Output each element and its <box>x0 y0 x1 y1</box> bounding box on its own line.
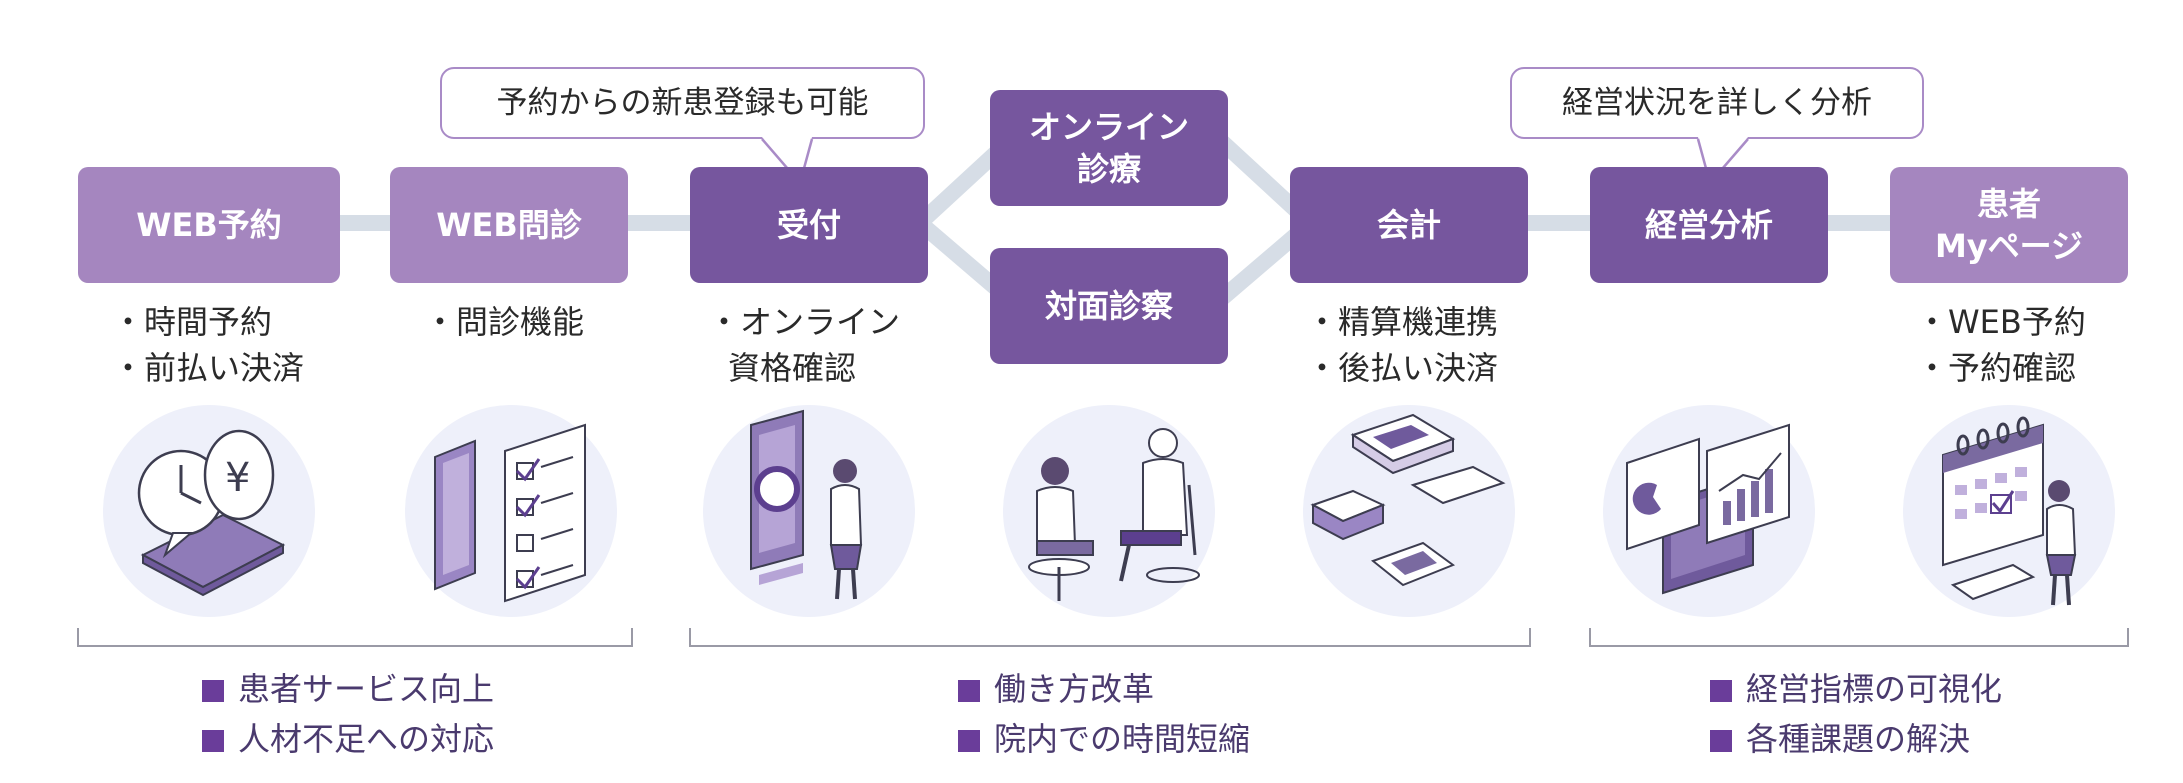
tablet-checklist-icon <box>405 405 617 617</box>
square-bullet-icon <box>1710 680 1732 702</box>
square-bullet-icon <box>958 680 980 702</box>
features-patient-mypage: ・WEB予約 ・予約確認 <box>1916 299 2086 391</box>
benefit-item: 人材不足への対応 <box>202 714 494 764</box>
feature-item: ・前払い決済 <box>112 349 305 387</box>
square-bullet-icon <box>1710 730 1732 752</box>
feature-item: ・WEB予約 <box>1916 303 2086 341</box>
feature-item: ・問診機能 <box>424 303 585 341</box>
benefit-item: 経営指標の可視化 <box>1710 664 2002 714</box>
feature-item: ・後払い決済 <box>1306 349 1499 387</box>
feature-item: 資格確認 <box>728 349 857 387</box>
square-bullet-icon <box>202 680 224 702</box>
analytics-monitor-icon <box>1603 405 1815 617</box>
calendar-phone-person-icon <box>1903 405 2115 617</box>
consultation-doctor-patient-icon <box>1003 405 1215 617</box>
feature-item: ・予約確認 <box>1916 349 2077 387</box>
feature-item: ・オンライン <box>708 303 901 341</box>
callout-new-patient-registration: 予約からの新患登録も可能 <box>440 67 925 139</box>
benefit-item: 働き方改革 <box>958 664 1250 714</box>
reception-tablet-person-icon <box>703 405 915 617</box>
benefit-item: 患者サービス向上 <box>202 664 494 714</box>
svg-text:¥: ¥ <box>225 455 250 501</box>
step-reception: 受付 <box>690 167 928 283</box>
feature-item: ・時間予約 <box>112 303 273 341</box>
features-payment: ・精算機連携 ・後払い決済 <box>1306 299 1498 391</box>
square-bullet-icon <box>958 730 980 752</box>
callout-management-analysis: 経営状況を詳しく分析 <box>1510 67 1924 139</box>
benefit-item: 各種課題の解決 <box>1710 714 2002 764</box>
step-in-person-consultation: 対面診察 <box>990 248 1228 364</box>
step-management-analysis: 経営分析 <box>1590 167 1828 283</box>
feature-item: ・精算機連携 <box>1306 303 1499 341</box>
square-bullet-icon <box>202 730 224 752</box>
benefit-item: 院内での時間短縮 <box>958 714 1250 764</box>
features-web-questionnaire: ・問診機能 <box>424 299 584 345</box>
benefits-left: 患者サービス向上 人材不足への対応 <box>202 664 494 764</box>
step-web-questionnaire: WEB問診 <box>390 167 628 283</box>
payment-terminal-cards-icon <box>1303 405 1515 617</box>
features-web-reservation: ・時間予約 ・前払い決済 <box>112 299 304 391</box>
step-web-reservation: WEB予約 <box>78 167 340 283</box>
clock-yen-phone-icon: ¥ <box>103 405 315 617</box>
benefits-center: 働き方改革 院内での時間短縮 <box>958 664 1250 764</box>
step-online-consultation: オンライン 診療 <box>990 90 1228 206</box>
step-payment: 会計 <box>1290 167 1528 283</box>
features-reception: ・オンライン 資格確認 <box>708 299 900 391</box>
benefits-right: 経営指標の可視化 各種課題の解決 <box>1710 664 2002 764</box>
step-patient-mypage: 患者 Myページ <box>1890 167 2128 283</box>
